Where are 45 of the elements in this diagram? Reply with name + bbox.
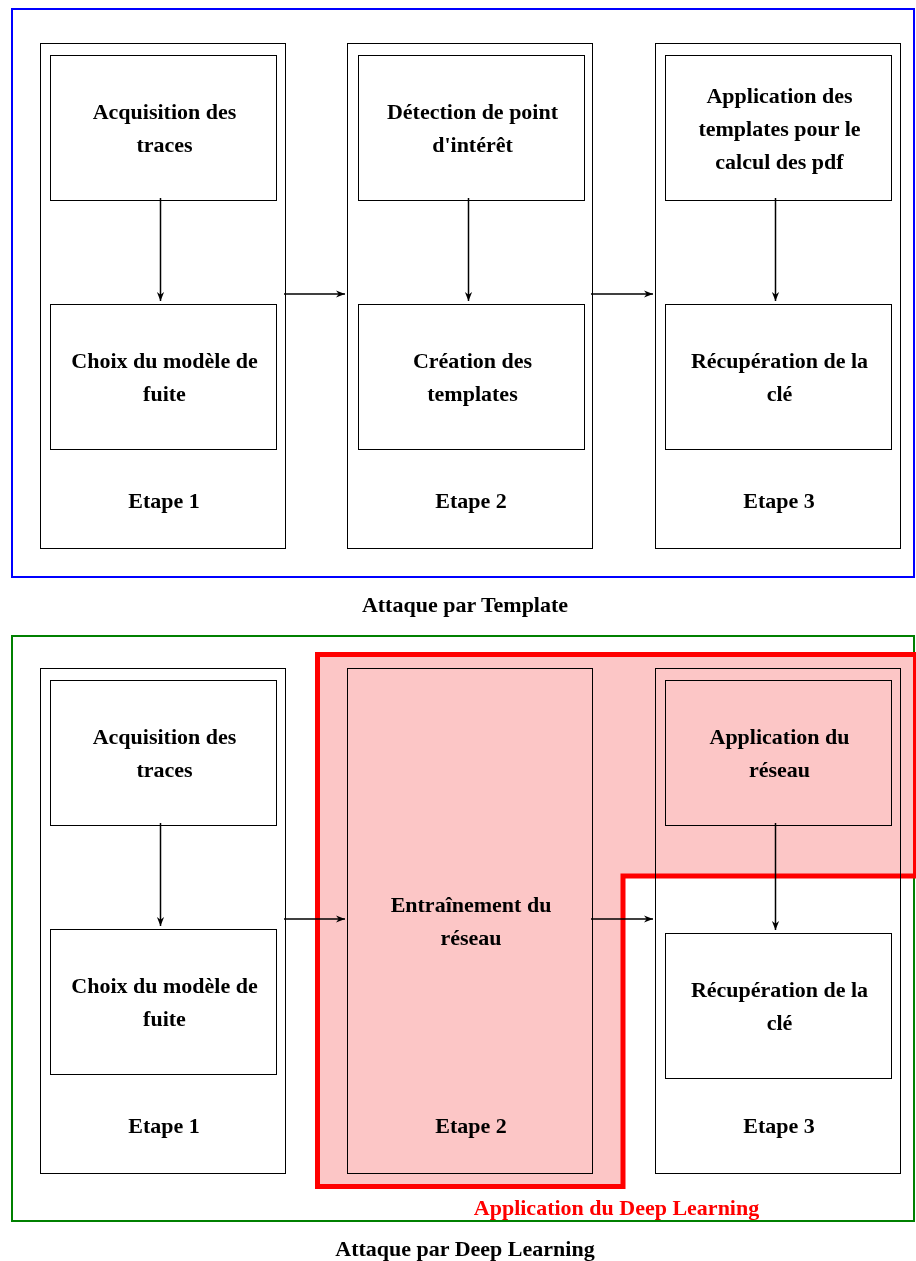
- process-box: [50, 680, 277, 826]
- step-column: [40, 43, 286, 549]
- box-label: Acquisition des traces: [91, 98, 238, 159]
- arrow: [771, 822, 780, 931]
- arrow: [156, 822, 165, 927]
- process-box: [665, 304, 892, 450]
- step-column: [347, 668, 593, 1174]
- step-label: Etape 3: [742, 487, 816, 515]
- step-label: Etape 2: [434, 487, 508, 515]
- box-label: Acquisition des traces: [91, 723, 238, 784]
- process-box: [665, 933, 892, 1079]
- step-label: Etape 2: [434, 1112, 508, 1140]
- arrow: [283, 915, 346, 923]
- region-label: Application du Deep Learning: [472, 1194, 761, 1222]
- column-label: Entraînement du réseau: [389, 891, 553, 952]
- box-label: Récupération de la clé: [689, 347, 870, 408]
- step-label: Etape 1: [127, 487, 201, 515]
- arrow: [464, 197, 473, 302]
- process-box: [358, 304, 585, 450]
- step-label: Etape 3: [742, 1112, 816, 1140]
- step-column: [40, 668, 286, 1174]
- box-label: Choix du modèle de fuite: [70, 972, 259, 1033]
- box-label: Application des templates pour le calcul des pdf: [697, 81, 862, 176]
- arrow: [590, 290, 654, 298]
- process-box: [665, 680, 892, 826]
- process-box: [50, 929, 277, 1075]
- box-label: Application du réseau: [708, 723, 851, 784]
- arrow: [590, 915, 654, 923]
- box-label: Détection de point d'intérêt: [385, 98, 560, 159]
- arrow: [156, 197, 165, 302]
- arrow: [771, 197, 780, 302]
- box-label: Choix du modèle de fuite: [70, 347, 259, 408]
- frame-title: Attaque par Deep Learning: [334, 1235, 596, 1261]
- step-label: Etape 1: [127, 1112, 201, 1140]
- frame-title: Attaque par Template: [360, 591, 570, 619]
- step-column: [655, 668, 901, 1174]
- arrow: [283, 290, 346, 298]
- process-box: [665, 55, 892, 201]
- process-box: [358, 55, 585, 201]
- step-column: [655, 43, 901, 549]
- process-box: [50, 304, 277, 450]
- process-box: [50, 55, 277, 201]
- box-label: Récupération de la clé: [689, 976, 870, 1037]
- step-column: [347, 43, 593, 549]
- box-label: Création des templates: [411, 347, 534, 408]
